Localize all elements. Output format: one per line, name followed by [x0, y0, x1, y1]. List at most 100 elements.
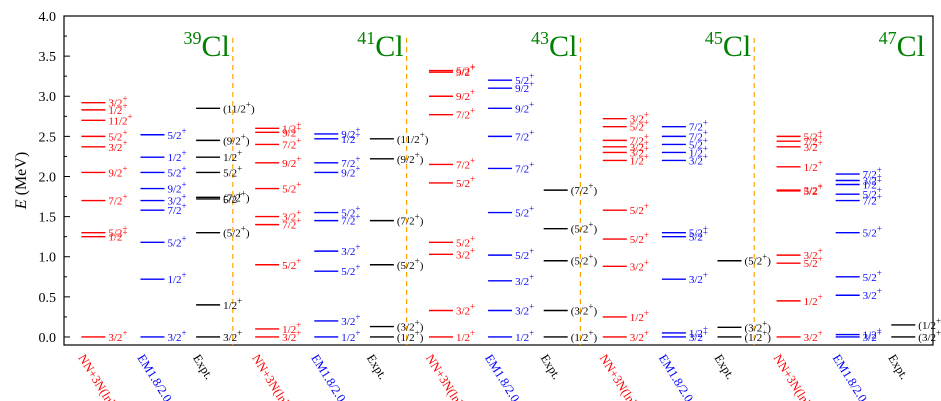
y-tick-label: 4.0 — [39, 10, 57, 25]
level-spin-label: 3/2+ — [863, 328, 882, 344]
level-spin-label: 5/2+ — [167, 126, 186, 142]
level-spin-label: 3/2+ — [167, 192, 186, 208]
column-label: NN+3N(lnl) — [423, 352, 468, 401]
level-spin-label: 5/2+ — [863, 268, 882, 284]
level-spin-label: (1/2+) — [744, 328, 771, 344]
y-axis-label: E (MeV) — [13, 152, 30, 210]
level-spin-label: (3/2+) — [397, 318, 424, 334]
level-spin-label: 1/2+ — [108, 101, 127, 117]
nucleus-label: 39Cl — [183, 28, 229, 63]
level-spin-label: 3/2+ — [223, 328, 242, 344]
level-spin-label: 5/2+ — [689, 135, 708, 151]
column-label: Expt. — [364, 352, 390, 382]
level-spin-label: 3/2+ — [689, 270, 708, 286]
level-spin-label: 1/2+ — [630, 151, 649, 167]
level-spin-label: (9/2+) — [397, 150, 424, 166]
level-spin-label: 7/2+ — [630, 131, 649, 147]
level-spin-label: 1/2+ — [515, 328, 534, 344]
level-spin-label: 7/2+ — [341, 212, 360, 228]
level-spin-label: 3/2+ — [456, 245, 475, 261]
level-spin-label: 7/2+ — [167, 201, 186, 217]
level-spin-label: 3/2+ — [630, 110, 649, 126]
level-spin-label: (3/2+) — [744, 318, 771, 334]
level-spin-label: 5/2+ — [630, 230, 649, 246]
level-spin-label: 3/2+ — [804, 246, 823, 262]
level-spin-label: 5/2+ — [630, 118, 649, 134]
level-spin-label: 5/2+ — [456, 174, 475, 190]
level-spin-label: 1/2+ — [456, 328, 475, 344]
level-spin-label: 5/2+ — [282, 256, 301, 272]
level-spin-label: 3/2+ — [341, 242, 360, 258]
level-spin-label: 1/2+ — [223, 296, 242, 312]
level-spin-label: 7/2+ — [804, 132, 823, 148]
y-tick-label: 1.0 — [39, 251, 57, 266]
level-spin-label: 5/2+ — [804, 182, 823, 198]
level-spin-label: (5/2+) — [744, 252, 771, 268]
level-spin-label: 7/2+ — [108, 192, 127, 208]
level-spin-label: 1/2+ — [341, 130, 360, 146]
level-spin-label: 5/2+ — [282, 180, 301, 196]
level-spin-label: 7/2+ — [515, 159, 534, 175]
level-spin-label: 1/2+ — [223, 148, 242, 164]
level-spin-label: 5/2+ — [863, 224, 882, 240]
level-spin-label: 1/2+ — [804, 158, 823, 174]
level-spin-label: 3/2+ — [689, 151, 708, 167]
y-tick-label: 1.5 — [39, 211, 57, 226]
level-spin-label: 5/2+ — [456, 62, 475, 78]
nucleus-label: 43Cl — [531, 28, 577, 63]
column-label: EM1.8/2.0 — [308, 352, 348, 401]
level-spin-label: 3/2+ — [630, 138, 649, 154]
level-spin-label: 7/2+ — [515, 127, 534, 143]
level-spin-label: 3/2+ — [515, 272, 534, 288]
y-tick-label: 0.0 — [39, 331, 57, 346]
column-label: Expt. — [538, 352, 564, 382]
level-spin-label: 5/2+ — [223, 190, 242, 206]
level-spin-label: 1/2+ — [689, 143, 708, 159]
level-spin-label: 3/2+ — [863, 172, 882, 188]
level-spin-label: 5/2+ — [341, 204, 360, 220]
y-tick-label: 2.0 — [39, 170, 57, 185]
level-spin-label: 5/2+ — [804, 254, 823, 270]
column-label: NN+3N(lnl) — [597, 352, 642, 401]
nucleus-label: 45Cl — [705, 28, 751, 63]
y-tick-label: 3.5 — [39, 50, 57, 65]
level-spin-label: 9/2+ — [282, 123, 301, 139]
level-spin-label: 3/2+ — [630, 328, 649, 344]
level-spin-label: 3/2+ — [689, 328, 708, 344]
level-spin-label: (3/2+) — [918, 328, 941, 344]
level-spin-label: 3/2+ — [630, 143, 649, 159]
column-label: EM1.8/2.0 — [830, 352, 870, 401]
level-spin-label: 3/2+ — [804, 181, 823, 197]
level-spin-label: 7/2+ — [282, 135, 301, 151]
nucleus-label: 47Cl — [879, 28, 925, 63]
level-spin-label: 5/2+ — [108, 127, 127, 143]
level-spin-label: 5/2+ — [804, 127, 823, 143]
level-spin-label: 3/2+ — [804, 328, 823, 344]
level-spin-label: 9/2+ — [515, 99, 534, 115]
level-spin-label: 5/2+ — [515, 246, 534, 262]
level-spin-label: 3/2+ — [108, 138, 127, 154]
level-spin-label: 1/2+ — [167, 270, 186, 286]
level-spin-label: (7/2+) — [223, 188, 250, 204]
level-spin-label: 5/2+ — [108, 224, 127, 240]
column-label: Expt. — [711, 352, 737, 382]
level-spin-label: (1/2+) — [571, 328, 598, 344]
y-tick-label: 0.5 — [39, 291, 57, 306]
y-tick-label: 3.0 — [39, 90, 57, 105]
level-spin-label: (1/2+) — [397, 328, 424, 344]
level-spin-label: 9/2+ — [282, 154, 301, 170]
level-spin-label: 7/2+ — [863, 165, 882, 181]
level-spin-label: 3/2+ — [282, 328, 301, 344]
level-spin-label: 9/2+ — [341, 125, 360, 141]
level-spin-label: (11/2+) — [223, 99, 255, 115]
level-spin-label: (11/2+) — [397, 130, 429, 146]
column-labels: NN+3N(lnl) EM1.8/2.0 Expt. NN+3N(lnl) EM1.8/… — [75, 352, 911, 401]
level-spin-label: 3/2+ — [282, 208, 301, 224]
level-spin-label: 9/2+ — [456, 63, 475, 79]
level-spin-label: (5/2+) — [571, 220, 598, 236]
level-spin-label: (3/2+) — [571, 301, 598, 317]
column-label: NN+3N(lnl) — [249, 352, 294, 401]
column-label: EM1.8/2.0 — [482, 352, 522, 401]
level-spin-label: 9/2+ — [341, 163, 360, 179]
